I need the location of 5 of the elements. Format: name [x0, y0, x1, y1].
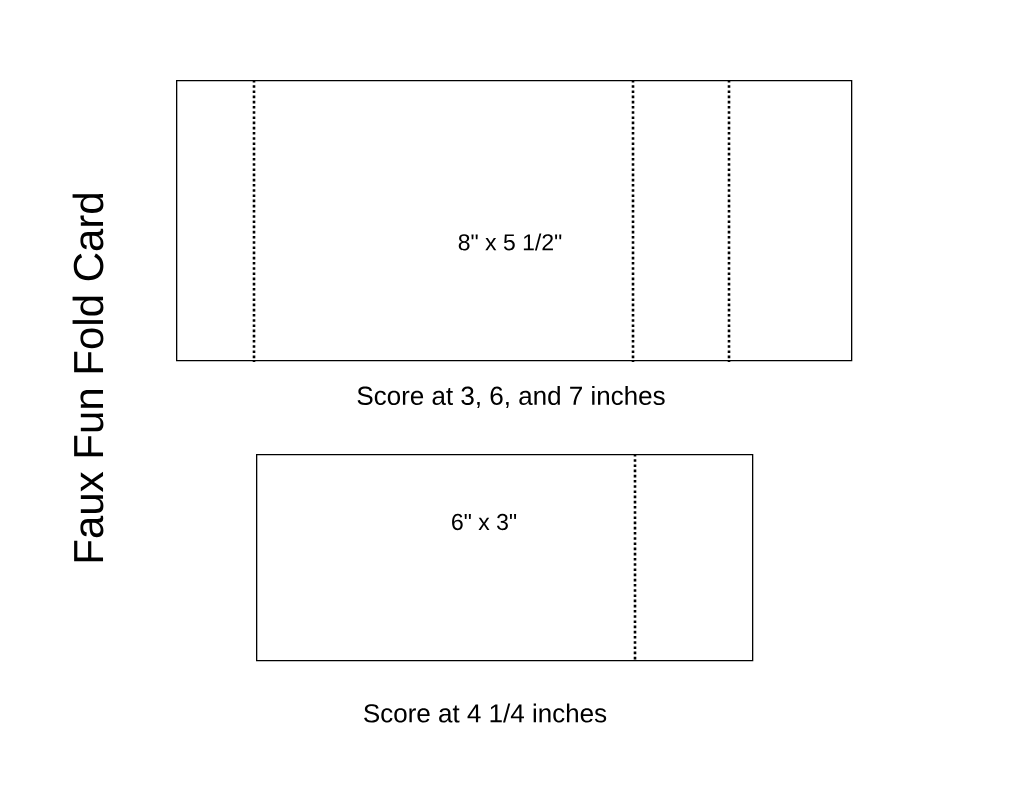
node-label: Score at 4 1/4 inches	[364, 703, 607, 723]
card-panel: 8" x 5 1/2"	[176, 80, 853, 362]
card-panel: 6" x 3"	[256, 454, 754, 662]
node-label: Score at 3, 6, and 7 inches	[357, 385, 665, 409]
title: Faux Fun Fold Card	[72, 194, 104, 562]
